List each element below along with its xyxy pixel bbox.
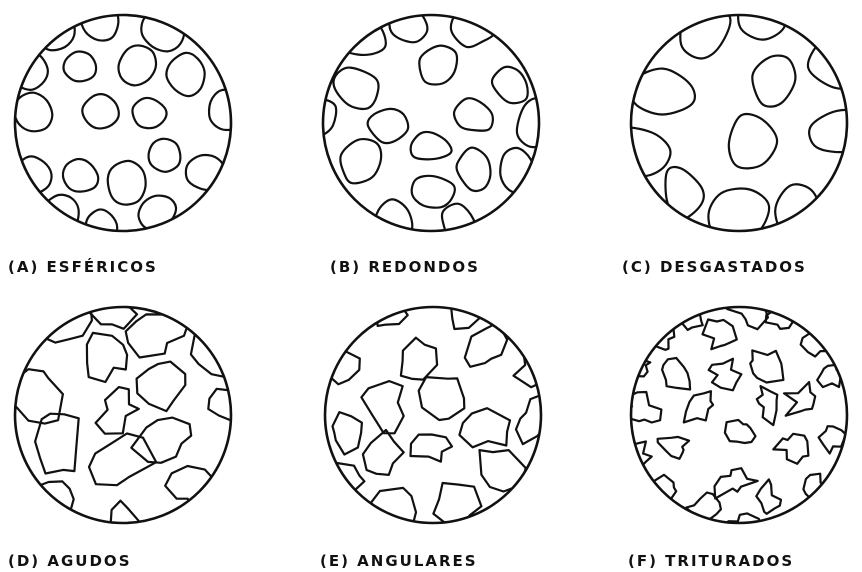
grain-outline <box>665 167 703 219</box>
caption-a: (A) ESFÉRICOS <box>8 258 158 276</box>
grain-outline <box>411 435 453 462</box>
grain-outline <box>15 156 51 192</box>
grain-outline <box>419 46 457 85</box>
grain-outline <box>401 338 437 380</box>
grain-outline <box>623 351 651 377</box>
grain-outline <box>340 18 385 55</box>
grain-outline <box>644 475 676 513</box>
grain-outline <box>118 45 156 85</box>
grain-outline <box>137 362 186 412</box>
grain-outline <box>480 450 526 491</box>
grain-circle-d <box>8 300 238 530</box>
grain-outline <box>333 412 362 454</box>
grain-circle-c <box>624 8 854 238</box>
grain-outline <box>166 53 204 96</box>
grain-outline <box>708 189 769 244</box>
caption-e: (E) ANGULARES <box>320 552 478 570</box>
grain-outline <box>322 463 364 504</box>
grain-outline <box>608 127 670 176</box>
grain-outline <box>108 161 146 205</box>
grain-outline <box>750 350 783 382</box>
grain-outline <box>621 392 661 423</box>
grain-outline <box>757 386 778 425</box>
grain-outline <box>334 68 379 109</box>
grain-outline <box>87 333 127 382</box>
grain-outline <box>96 387 139 434</box>
grain-outline <box>756 479 781 513</box>
grain-outline <box>680 1 730 58</box>
grain-outline <box>752 56 795 107</box>
caption-c: (C) DESGASTADOS <box>622 258 807 276</box>
panel-f-crushed <box>624 300 854 530</box>
grain-outline <box>132 98 166 128</box>
panel-d-sharp <box>8 300 238 530</box>
grain-outline <box>457 148 491 191</box>
grains-e <box>317 288 560 531</box>
grain-outline <box>729 114 777 168</box>
grains-a <box>7 0 246 244</box>
grain-outline <box>725 420 756 443</box>
grain-outline <box>658 437 690 459</box>
grain-outline <box>33 14 75 51</box>
grain-outline <box>363 430 404 475</box>
grain-outline <box>715 468 758 498</box>
grain-outline <box>38 296 92 343</box>
grain-outline <box>412 176 455 208</box>
grain-outline <box>101 501 142 556</box>
grain-outline <box>709 359 742 391</box>
grain-outline <box>14 93 53 132</box>
grain-outline <box>411 132 452 159</box>
grain-outline <box>784 382 815 416</box>
grain-outline <box>389 3 427 42</box>
grain-outline <box>126 314 188 357</box>
sample-circle-outline <box>323 15 539 231</box>
grain-circle-f <box>624 300 854 530</box>
grain-outline <box>191 323 246 377</box>
caption-b: (B) REDONDOS <box>330 258 480 276</box>
grain-outline <box>459 408 510 447</box>
grain-outline <box>131 418 191 463</box>
grain-outline <box>25 481 74 518</box>
grains-f <box>621 290 847 543</box>
grain-outline <box>63 51 96 81</box>
grain-circle-a <box>8 8 238 238</box>
caption-f: (F) TRITURADOS <box>628 552 794 570</box>
panel-a-spherical <box>8 8 238 238</box>
grain-outline <box>300 98 336 140</box>
grain-outline <box>419 377 465 420</box>
sample-circle-outline <box>15 15 231 231</box>
panel-b-rounded <box>316 8 546 238</box>
grain-outline <box>703 320 737 350</box>
grain-outline <box>361 381 403 433</box>
grain-outline <box>684 391 713 422</box>
grain-outline <box>368 109 409 143</box>
grain-outline <box>773 434 808 464</box>
grain-outline <box>517 98 554 147</box>
grains-c <box>608 0 862 250</box>
grain-circle-e <box>318 300 548 530</box>
grains-b <box>300 2 554 251</box>
grain-outline <box>516 392 552 444</box>
grain-outline <box>738 0 786 40</box>
grain-outline <box>819 426 848 453</box>
grain-outline <box>63 159 98 192</box>
grain-outline <box>492 67 528 103</box>
grain-circle-b <box>316 8 546 238</box>
grain-outline <box>766 307 799 329</box>
grain-outline <box>89 283 137 329</box>
caption-d: (D) AGUDOS <box>8 552 132 570</box>
grain-outline <box>82 94 118 128</box>
grain-outline <box>208 389 258 421</box>
grain-outline <box>723 513 761 542</box>
grain-outline <box>809 110 862 152</box>
grain-outline <box>775 184 821 250</box>
grains-d <box>8 283 259 555</box>
grain-outline <box>340 139 381 183</box>
grain-outline <box>454 98 493 131</box>
panel-e-angular <box>318 300 548 530</box>
grain-outline <box>317 350 360 385</box>
panel-c-worn <box>624 8 854 238</box>
grain-outline <box>149 139 181 172</box>
grain-outline <box>662 358 690 390</box>
